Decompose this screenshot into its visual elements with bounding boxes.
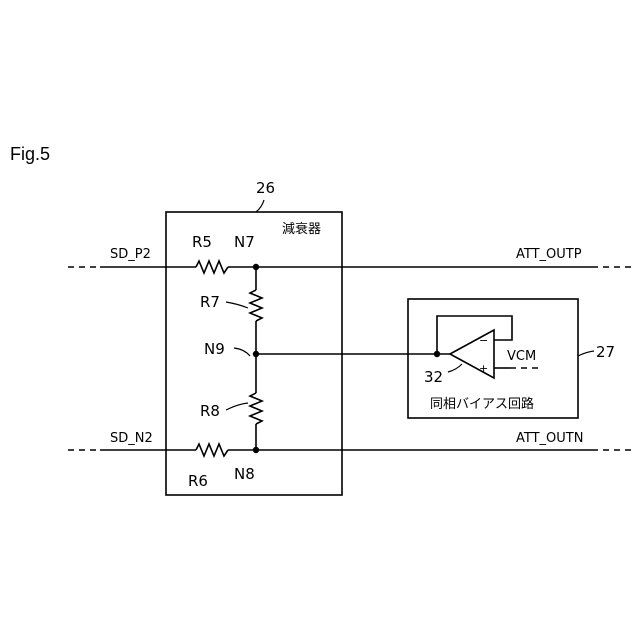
n9-leader xyxy=(234,348,250,356)
r8-label: R8 xyxy=(200,402,220,420)
opamp-ref: 32 xyxy=(424,368,443,386)
figure-label: Fig.5 xyxy=(10,144,50,164)
r7-leader xyxy=(226,302,248,308)
att-outn-label: ATT_OUTN xyxy=(516,431,583,446)
sd-n2-label: SD_N2 xyxy=(110,431,153,446)
r8-leader xyxy=(226,403,248,410)
feedback-wire xyxy=(437,316,512,354)
opamp-plus: + xyxy=(479,362,488,375)
resistor-r7 xyxy=(250,290,262,321)
bias-circuit-ref-leader xyxy=(578,351,594,356)
n9-label: N9 xyxy=(204,340,225,358)
r5-label: R5 xyxy=(192,233,212,251)
attenuator-ref: 26 xyxy=(256,179,275,197)
bias-circuit-ref: 27 xyxy=(596,343,615,361)
resistor-r6 xyxy=(196,444,228,456)
n8-label: N8 xyxy=(234,465,255,483)
n7-label: N7 xyxy=(234,233,255,251)
attenuator-title: 減衰器 xyxy=(282,221,321,237)
opamp-minus: − xyxy=(479,334,488,347)
r7-label: R7 xyxy=(200,293,220,311)
r6-label: R6 xyxy=(188,472,208,490)
vcm-label: VCM xyxy=(507,349,536,364)
att-outp-label: ATT_OUTP xyxy=(516,247,582,262)
resistor-r5 xyxy=(196,261,228,273)
junction-n8 xyxy=(253,447,259,453)
opamp-ref-leader xyxy=(448,364,462,372)
resistor-r8 xyxy=(250,393,262,424)
junction-n7 xyxy=(253,264,259,270)
sd-p2-label: SD_P2 xyxy=(110,247,151,262)
attenuator-ref-leader xyxy=(256,200,264,212)
bias-circuit-title: 同相バイアス回路 xyxy=(430,396,534,412)
